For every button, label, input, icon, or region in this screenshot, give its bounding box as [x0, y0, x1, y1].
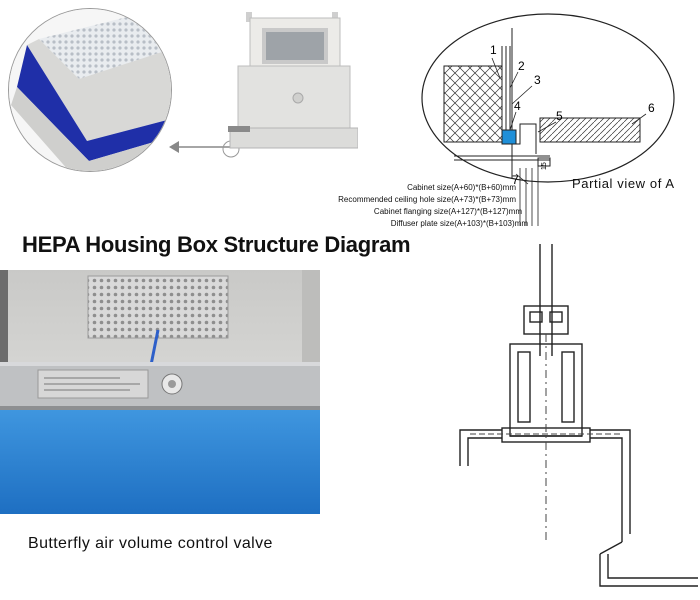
diffuser-plate: [539, 117, 641, 143]
dim-diffuser-plate: Diffuser plate size(A+103)*(B+103)mm: [390, 219, 528, 228]
callout-3: 3: [534, 73, 541, 87]
dim-cabinet-flanging: Cabinet flanging size(A+127)*(B+127)mm: [373, 207, 522, 216]
callout-6: 6: [648, 101, 655, 115]
partial-view-label: Partial view of A: [572, 176, 675, 191]
callout-1: 1: [490, 43, 497, 57]
dim-ceiling-hole: Recommended ceiling hole size(A+73)*(B+7…: [338, 195, 516, 204]
callout-4: 4: [514, 99, 521, 113]
callout-5: 5: [556, 109, 563, 123]
detail-outline: [421, 13, 675, 183]
corner-zoom-illustration: [9, 9, 171, 171]
hepa-housing-box-illustration: [228, 6, 359, 156]
valve-caption: Butterfly air volume control valve: [28, 535, 273, 552]
page-title: HEPA Housing Box Structure Diagram: [22, 232, 411, 257]
zoom-arrow: [169, 141, 237, 153]
dim-cabinet-size: Cabinet size(A+60)*(B+60)mm: [407, 183, 516, 192]
small-dimension-label: 15: [541, 162, 548, 170]
gasket-section: [501, 129, 517, 145]
partial-view-a-drawing: 1 2 3 4 5 6 7 15: [421, 13, 675, 226]
callout-2: 2: [518, 59, 525, 73]
filter-media: [443, 65, 503, 143]
corner-zoom-detail: [8, 8, 172, 172]
butterfly-valve-photo: [0, 270, 320, 514]
housing-cross-section-drawing: [459, 244, 698, 587]
callout-7: 7: [512, 173, 519, 187]
